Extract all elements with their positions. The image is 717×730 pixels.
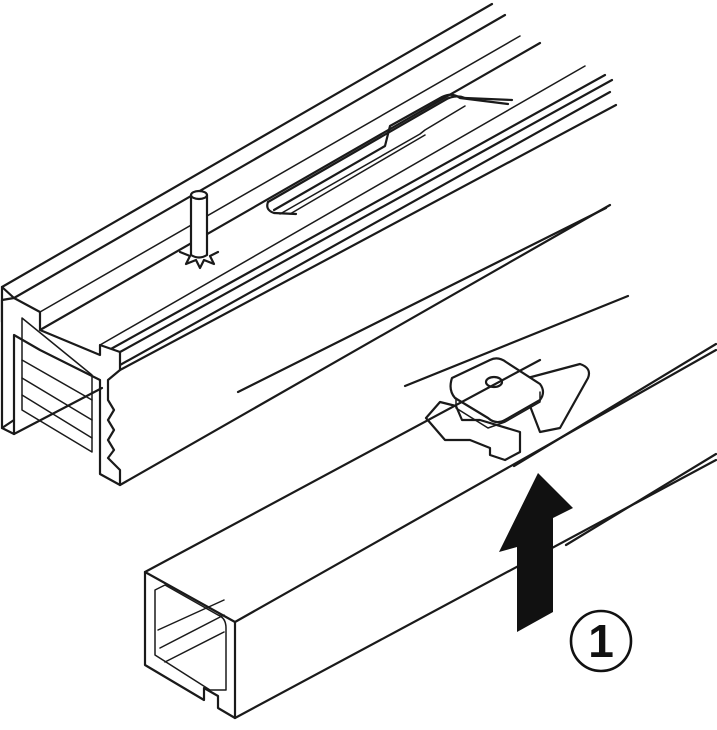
upper-track-profile [0,2,618,487]
step-marker-circle [569,609,633,673]
step-number: 1 [588,615,614,667]
fixing-pin [178,189,220,270]
insert-arrow-icon [499,473,573,632]
running-track [143,348,717,720]
